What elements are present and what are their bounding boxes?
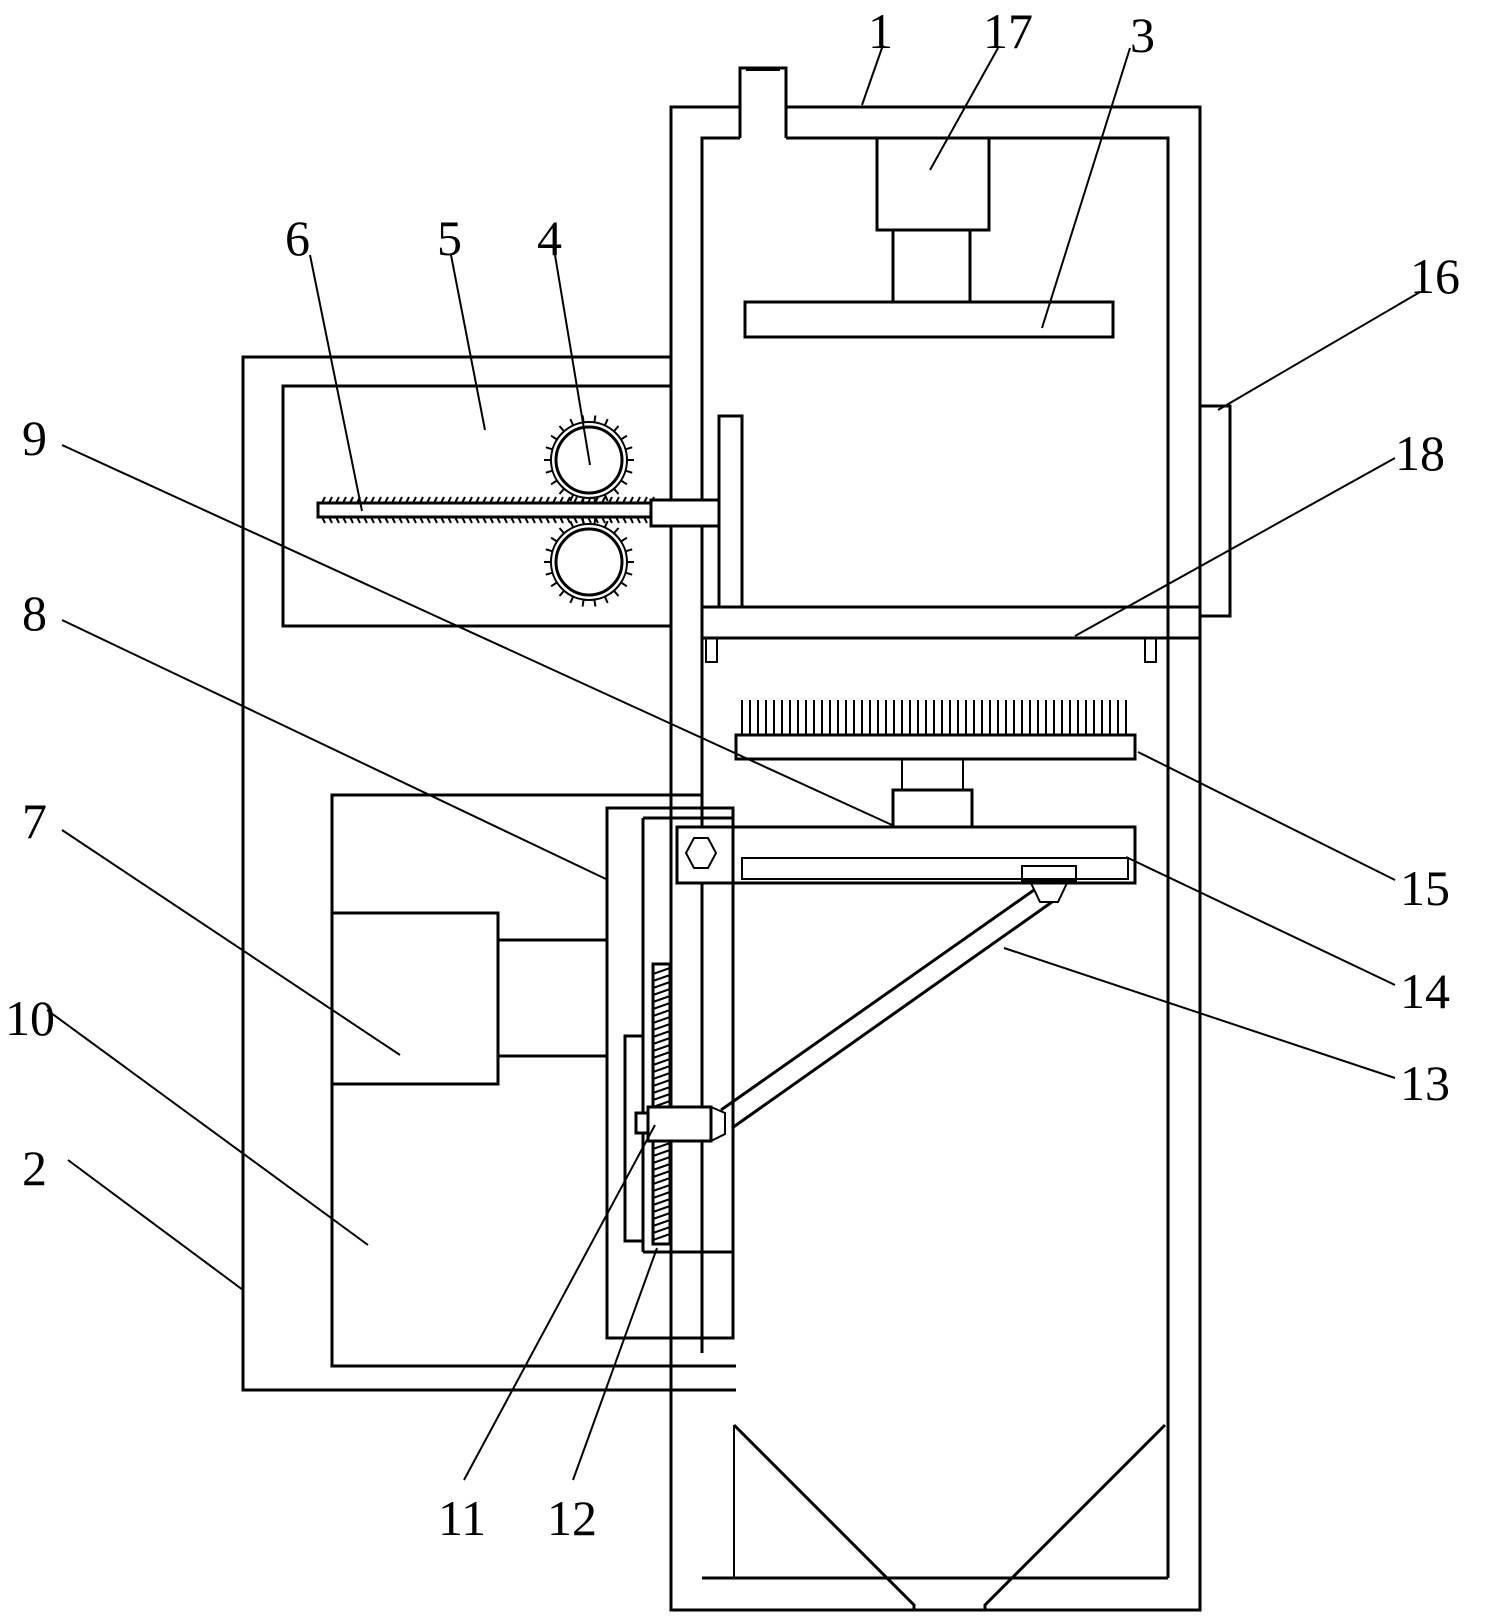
motor (330, 911, 607, 1086)
label-14: 14 (1400, 963, 1450, 1019)
partition-plate (700, 605, 1202, 663)
slider-block (634, 1105, 726, 1143)
leader-lines (46, 44, 1421, 1481)
inlet-pipe (738, 66, 788, 138)
label-17: 17 (983, 3, 1033, 59)
gear-lower (544, 517, 634, 607)
label-4: 4 (537, 210, 562, 266)
slide-rail (623, 962, 672, 1246)
gear-upper (544, 415, 634, 505)
label-18: 18 (1395, 425, 1445, 481)
vertical-plate (717, 414, 744, 609)
label-3: 3 (1130, 7, 1155, 63)
connecting-rod (720, 888, 1053, 1130)
hopper-funnel (732, 1423, 1167, 1610)
rack-bar (316, 496, 721, 528)
comb-brush (734, 700, 1137, 829)
side-door (1198, 404, 1232, 618)
label-1: 1 (868, 3, 893, 59)
label-7: 7 (22, 793, 47, 849)
label-10: 10 (5, 990, 55, 1046)
label-2: 2 (22, 1140, 47, 1196)
label-9: 9 (22, 410, 47, 466)
label-8: 8 (22, 585, 47, 641)
press-plate (743, 300, 1115, 339)
label-12: 12 (547, 1490, 597, 1546)
label-13: 13 (1400, 1055, 1450, 1111)
label-15: 15 (1400, 860, 1450, 916)
label-16: 16 (1410, 248, 1460, 304)
label-11: 11 (438, 1490, 486, 1546)
label-6: 6 (285, 210, 310, 266)
label-5: 5 (437, 210, 462, 266)
swing-frame (675, 825, 1137, 903)
cylinder (875, 136, 991, 302)
labels: 1 17 3 16 18 6 5 4 9 8 7 10 2 15 14 13 1… (5, 3, 1460, 1546)
